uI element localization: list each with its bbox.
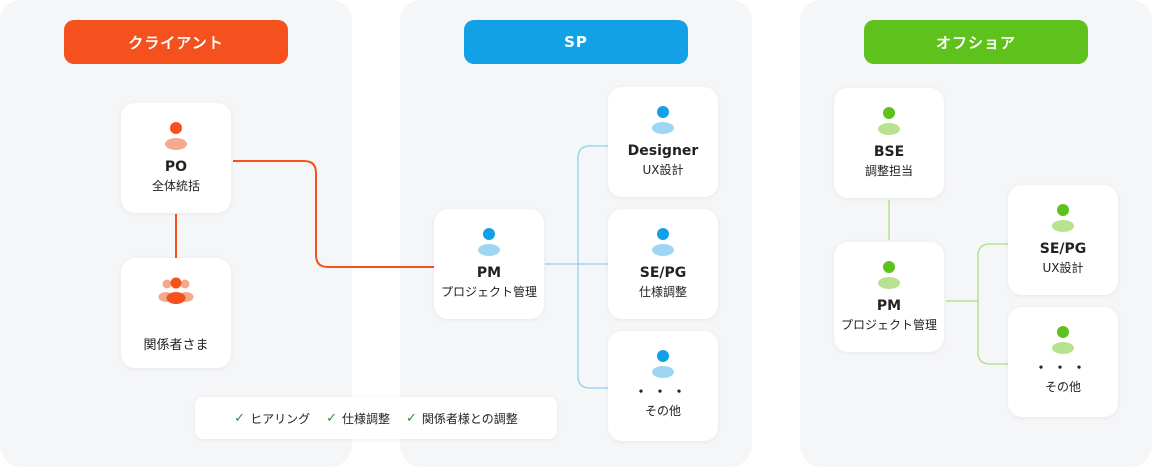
sp-sepg-role: SE/PG — [639, 265, 687, 281]
offshore-sepg-description: UX設計 — [1042, 261, 1084, 275]
stakeholders-card: 関係者さま — [121, 258, 231, 368]
person-icon — [652, 350, 674, 378]
offshore-other-description: その他 — [1044, 380, 1081, 394]
sp-other-ellipsis: ・・・ — [634, 385, 692, 400]
offshore-other-card: ・・・ その他 — [1008, 307, 1118, 417]
sp-sepg-card: SE/PG 仕様調整 — [608, 209, 718, 319]
bse-role: BSE — [873, 144, 905, 160]
sp-other-card: ・・・ その他 — [608, 331, 718, 441]
person-icon — [652, 228, 674, 256]
bse-description: 調整担当 — [864, 164, 913, 178]
client-task-checklist: ✓ ヒアリング ✓ 仕様調整 ✓ 関係者様との調整 — [195, 397, 557, 439]
person-icon — [652, 106, 674, 134]
person-icon — [878, 107, 900, 135]
po-to-pm-connector — [233, 160, 434, 268]
sp-other-description: その他 — [644, 404, 681, 418]
person-icon — [878, 261, 900, 289]
sp-sepg-description: 仕様調整 — [638, 285, 687, 299]
designer-role: Designer — [627, 143, 699, 159]
po-description: 全体統括 — [151, 179, 200, 193]
po-role: PO — [164, 159, 188, 175]
offshore-header: オフショア — [864, 20, 1088, 64]
checklist-label: 仕様調整 — [342, 411, 391, 426]
checklist-item: ✓ ヒアリング — [234, 410, 310, 427]
person-icon — [1052, 326, 1074, 354]
sp-pm-description: プロジェクト管理 — [440, 285, 537, 299]
checklist-item: ✓ 関係者様との調整 — [406, 410, 518, 427]
check-icon: ✓ — [406, 410, 417, 426]
check-icon: ✓ — [234, 410, 246, 426]
check-icon: ✓ — [326, 410, 337, 426]
person-icon — [478, 228, 500, 256]
designer-card: Designer UX設計 — [608, 87, 718, 197]
bse-card: BSE 調整担当 — [834, 88, 944, 198]
sp-pm-card: PM プロジェクト管理 — [434, 209, 544, 319]
client-header: クライアント — [64, 20, 288, 64]
po-card: PO 全体統括 — [121, 103, 231, 213]
offshore-pm-role: PM — [876, 298, 902, 314]
sp-team-bracket — [577, 145, 608, 389]
sp-header: SP — [464, 20, 688, 64]
checklist-item: ✓ 仕様調整 — [326, 410, 390, 427]
offshore-pm-card: PM プロジェクト管理 — [834, 242, 944, 352]
sp-pm-role: PM — [476, 265, 502, 281]
offshore-sepg-role: SE/PG — [1039, 241, 1087, 257]
person-icon — [165, 122, 187, 150]
group-icon — [158, 277, 194, 304]
designer-description: UX設計 — [642, 163, 684, 177]
offshore-team-bracket — [977, 243, 1008, 365]
offshore-pm-description: プロジェクト管理 — [840, 318, 937, 332]
stakeholders-description: 関係者さま — [143, 338, 209, 353]
person-icon — [1052, 204, 1074, 232]
checklist-label: ヒアリング — [250, 411, 311, 426]
checklist-label: 関係者様との調整 — [421, 411, 518, 426]
offshore-sepg-card: SE/PG UX設計 — [1008, 185, 1118, 295]
offshore-other-ellipsis: ・・・ — [1034, 361, 1092, 376]
